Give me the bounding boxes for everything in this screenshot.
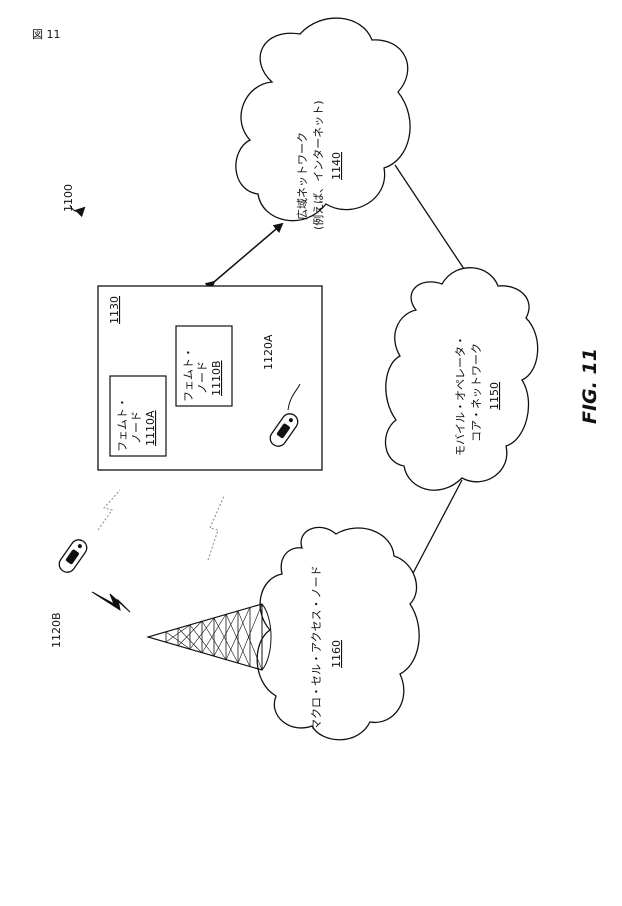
- ue-a-ref: 1120A: [262, 334, 275, 370]
- wireless-signal-icon: [98, 490, 224, 560]
- wan-label-1: 広域ネットワーク: [296, 132, 309, 220]
- wan-label-2: (例えば、インターネット): [311, 100, 325, 230]
- phone-1120b-icon: [56, 537, 90, 576]
- femto-b-ref: 1110B: [210, 360, 223, 396]
- core-label-2: コア・ネットワーク: [470, 343, 483, 442]
- macro-cloud: [257, 527, 419, 739]
- core-label-1: モバイル・オペレータ・: [454, 335, 467, 456]
- link-building-wan-arrow: [214, 224, 282, 282]
- femto-b-label-1: フェムト・: [182, 347, 195, 402]
- femto-a-ref: 1110A: [144, 410, 157, 446]
- ue-b-ref: 1120B: [50, 612, 63, 648]
- building-ref: 1130: [108, 296, 121, 324]
- system-ref: 1100: [62, 184, 75, 212]
- lightning-bolt-icon: [92, 592, 130, 612]
- femto-a-label-1: フェムト・: [116, 397, 129, 452]
- macro-label-1: マクロ・セル・アクセス・ノード: [310, 566, 323, 730]
- femto-a-label-2: ノード: [130, 411, 143, 444]
- femto-b-label-2: ノード: [196, 361, 209, 394]
- wan-ref: 1140: [330, 152, 343, 180]
- figure-title: FIG. 11: [579, 348, 601, 424]
- cell-tower-icon: [148, 604, 271, 670]
- macro-ref: 1160: [330, 640, 343, 668]
- core-ref: 1150: [488, 382, 501, 410]
